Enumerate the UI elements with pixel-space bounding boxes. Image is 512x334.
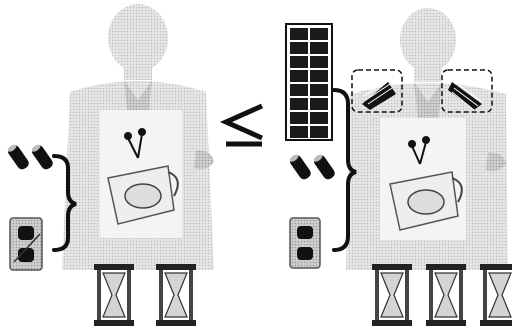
battery-icon	[31, 144, 53, 170]
solar-cell	[290, 112, 308, 124]
left-hourglass-group	[94, 264, 196, 326]
right-batteries	[289, 154, 335, 180]
solar-cell	[310, 28, 328, 40]
hourglass-icon	[94, 264, 134, 326]
left-panel	[7, 4, 214, 326]
solar-cell	[310, 42, 328, 54]
solar-cell	[310, 98, 328, 110]
solar-cell	[290, 98, 308, 110]
left-outlet-icon	[9, 217, 43, 271]
left-device-icon	[100, 110, 182, 238]
battery-icon	[289, 154, 311, 180]
right-shoulder-solar-cell	[441, 69, 493, 113]
solar-cell	[290, 70, 308, 82]
solar-cell	[310, 112, 328, 124]
hourglass-icon	[480, 264, 512, 326]
hourglass-icon	[156, 264, 196, 326]
solar-cell	[310, 84, 328, 96]
solar-cell	[290, 126, 308, 138]
solar-cell	[290, 28, 308, 40]
right-device-icon	[380, 118, 466, 240]
solar-cell	[290, 42, 308, 54]
hourglass-icon	[372, 264, 412, 326]
right-brace	[332, 88, 357, 252]
battery-icon	[313, 154, 335, 180]
left-batteries	[7, 144, 53, 170]
solar-cell-grid	[290, 28, 328, 138]
left-shoulder-solar-cell	[351, 69, 403, 113]
right-panel	[285, 8, 512, 326]
right-hourglass-group	[372, 264, 512, 326]
solar-panel-icon	[285, 23, 333, 141]
left-brace	[52, 154, 77, 252]
solar-cell	[310, 70, 328, 82]
solar-cell	[310, 126, 328, 138]
solar-cell	[290, 84, 308, 96]
hourglass-icon	[426, 264, 466, 326]
battery-icon	[7, 144, 29, 170]
solar-cell	[310, 56, 328, 68]
solar-cell	[290, 56, 308, 68]
less-than-or-equal-symbol	[219, 103, 264, 147]
right-outlet-icon	[289, 217, 321, 269]
